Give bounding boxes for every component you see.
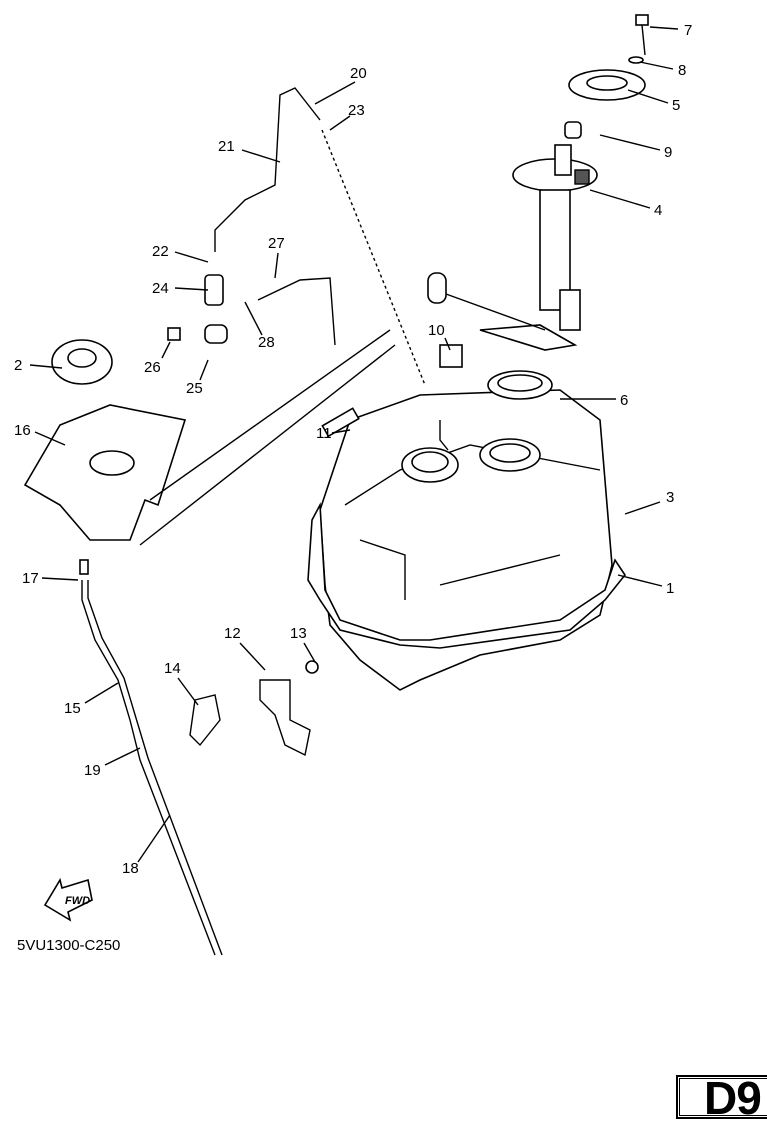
leader-line (444, 337, 451, 351)
callout-11: 11 (316, 425, 332, 442)
leader-line (274, 252, 279, 279)
callout-17: 17 (22, 570, 39, 587)
leader-line (241, 149, 281, 163)
fwd-arrow-icon: FWD (43, 877, 93, 922)
bracket (189, 660, 319, 757)
callout-14: 14 (164, 660, 181, 677)
callout-24: 24 (152, 280, 169, 297)
leader-line (244, 301, 263, 336)
leader-line (303, 642, 316, 663)
leader-line (41, 577, 79, 581)
page-reference: D9 (676, 1072, 767, 1124)
callout-3: 3 (666, 489, 674, 506)
leader-line (331, 429, 351, 434)
leader-line (599, 134, 661, 151)
leader-line (329, 115, 351, 131)
callout-18: 18 (122, 860, 139, 877)
fuel-cap-tray (23, 329, 396, 546)
diagram-code: 5VU1300-C250 (17, 937, 121, 954)
callout-27: 27 (268, 235, 285, 252)
leader-line (174, 251, 209, 263)
callout-10: 10 (428, 322, 445, 339)
breather-hoses (79, 87, 426, 956)
leader-line (29, 364, 63, 369)
leader-line (84, 682, 119, 704)
callout-21: 21 (218, 138, 235, 155)
leader-line (627, 89, 669, 104)
callout-23: 23 (348, 102, 365, 119)
page-reference-label: D9 (704, 1072, 762, 1124)
callout-25: 25 (186, 380, 203, 397)
leader-line (199, 359, 209, 381)
leader-line (239, 642, 266, 671)
callout-5: 5 (672, 97, 680, 114)
callout-19: 19 (84, 762, 101, 779)
callout-2: 2 (14, 357, 22, 374)
callout-15: 15 (64, 700, 81, 717)
pump-plate (568, 69, 646, 101)
leader-line (314, 81, 356, 105)
callout-26: 26 (144, 359, 161, 376)
leader-line (649, 26, 679, 30)
callout-7: 7 (684, 22, 692, 39)
bolt (564, 14, 649, 139)
leader-line (639, 61, 674, 70)
callout-20: 20 (350, 65, 367, 82)
leader-line (174, 287, 209, 291)
callout-9: 9 (664, 144, 672, 161)
callout-22: 22 (152, 243, 169, 260)
gasket-ring (439, 344, 553, 400)
leader-line (137, 814, 171, 863)
callout-1: 1 (666, 580, 674, 597)
fuel-pump-assembly (427, 144, 598, 351)
leader-line (617, 574, 663, 587)
callout-28: 28 (258, 334, 275, 351)
callout-4: 4 (654, 202, 662, 219)
callout-8: 8 (678, 62, 686, 79)
callout-6: 6 (620, 392, 628, 409)
leader-line (104, 747, 141, 766)
leader-line (624, 501, 661, 515)
leader-line (589, 189, 651, 209)
callout-16: 16 (14, 422, 31, 439)
callout-13: 13 (290, 625, 307, 642)
fwd-label: FWD (65, 895, 90, 907)
fuel-tank (307, 389, 626, 691)
leader-line (161, 341, 171, 359)
leader-line (34, 431, 66, 446)
leader-line (177, 677, 199, 706)
callout-12: 12 (224, 625, 241, 642)
